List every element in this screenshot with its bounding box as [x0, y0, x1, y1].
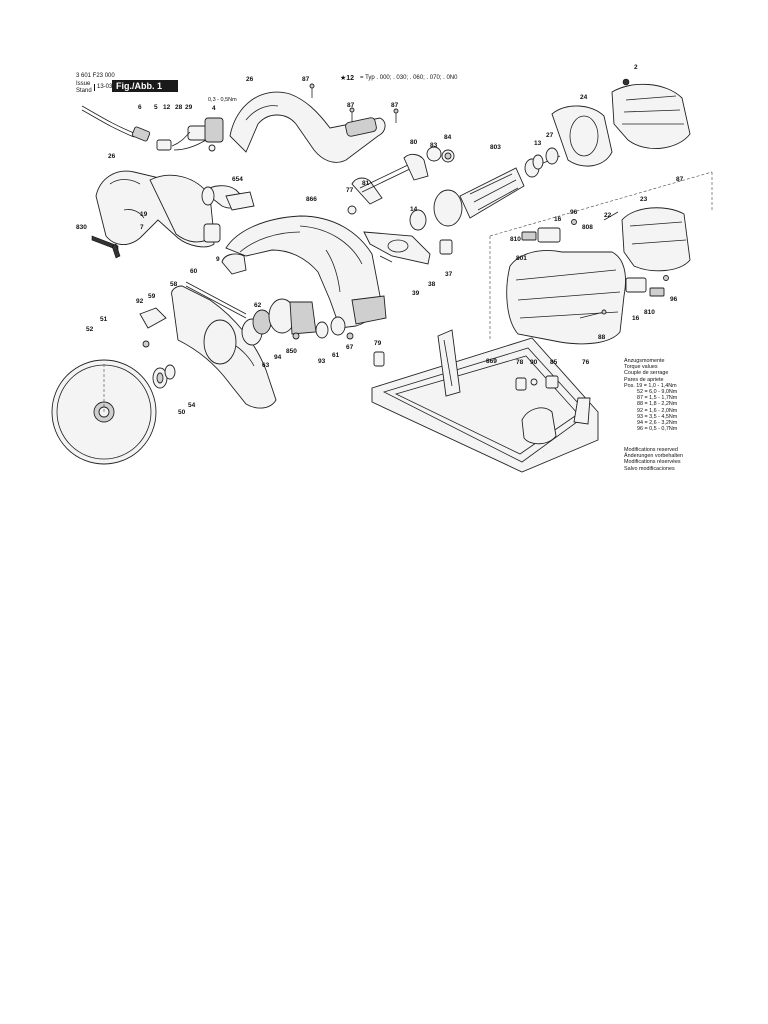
callout-label: 63	[262, 362, 270, 369]
torque-row: 96 = 0,5 - 0,7Nm	[637, 426, 678, 433]
torque-row: 94 = 2,6 - 3,2Nm	[637, 420, 678, 427]
callout-label: 19	[140, 211, 148, 218]
modifications-line: Modifications réservées	[624, 459, 681, 466]
type-note: = Typ . 000; . 030; . 060; . 070; . 0N0	[360, 75, 458, 81]
callout-label: 96	[670, 296, 678, 303]
callout-label: 24	[580, 94, 588, 101]
callout-label: 61	[332, 352, 340, 359]
callout-label: 810	[510, 236, 521, 243]
torque-heading: Anzugsmomente	[624, 358, 665, 364]
armature	[409, 155, 561, 231]
callout-label: 59	[148, 293, 156, 300]
torque-value: 19 = 1,0 - 1,4Nm	[636, 382, 677, 389]
issue-label: Issue	[76, 81, 91, 87]
callout-label: 26	[108, 153, 116, 160]
callout-label: 80	[410, 139, 418, 146]
callout-label: 79	[374, 340, 382, 347]
callout-label: 51	[100, 316, 108, 323]
callout-label: 7	[140, 224, 144, 231]
callout-label: 87	[347, 102, 355, 109]
callout-label: 84	[444, 134, 452, 141]
callout-label: 39	[412, 290, 420, 297]
callout-label: 78	[516, 359, 524, 366]
callout-label: 16	[554, 216, 562, 223]
callout-label: 96	[570, 209, 578, 216]
part-number: 3 601 F23 000	[76, 73, 115, 79]
callout-label: 9	[216, 256, 220, 263]
callout-label: 5	[154, 104, 158, 111]
callout-label: 52	[86, 326, 94, 333]
callout-label: 654	[232, 176, 243, 183]
pos-label: Pos.	[624, 382, 635, 389]
callout-label: 810	[644, 309, 655, 316]
callout-label: 76	[582, 359, 590, 366]
modifications-line: Änderungen vorbehalten	[624, 453, 684, 460]
callout-label: 60	[190, 268, 198, 275]
callout-label: 22	[604, 212, 612, 219]
figure-label: Fig./Abb. 1	[112, 80, 178, 92]
torque-row: 88 = 1,8 - 2,2Nm	[637, 401, 678, 408]
callout-label: 37	[445, 271, 453, 278]
callout-label: 12	[163, 104, 171, 111]
type-marker: ★12	[340, 75, 355, 82]
callout-label: 28	[175, 104, 183, 111]
callout-label: 94	[274, 354, 282, 361]
callout-label: 87	[302, 76, 310, 83]
callout-label: 869	[486, 358, 497, 365]
callout-label: 801	[516, 255, 527, 262]
callout-label: 83	[430, 142, 438, 149]
callout-label: 85	[550, 359, 558, 366]
callout-label: 6	[138, 104, 142, 111]
callout-label: 87	[676, 176, 684, 183]
callout-label: 866	[306, 196, 317, 203]
callout-label: 830	[76, 224, 87, 231]
callout-label: 23	[640, 196, 648, 203]
torque-heading: Torque values	[624, 364, 658, 371]
callout-label: 54	[188, 402, 196, 409]
callout-label: 81	[362, 180, 370, 187]
callout-label: 14	[410, 206, 418, 213]
issue-date: 13-03-26	[94, 84, 121, 91]
stand-label: Stand	[76, 88, 92, 94]
torque-row: 52 = 6,0 - 9,0Nm	[637, 389, 678, 396]
callout-label: 38	[428, 281, 436, 288]
callout-label: 58	[170, 281, 178, 288]
modifications-line: Salvo modificaciones	[624, 465, 675, 472]
callout-label: 88	[598, 334, 606, 341]
torque-row: 87 = 1,5 - 1,7Nm	[637, 395, 678, 402]
callout-label: 16	[632, 315, 640, 322]
torque-row: Pos. 19 = 1,0 - 1,4Nm	[624, 383, 677, 389]
callout-label: 4	[212, 105, 216, 112]
callout-label: 13	[534, 140, 542, 147]
callout-label: 850	[286, 348, 297, 355]
callout-label: 62	[254, 302, 262, 309]
callout-label: 29	[185, 104, 193, 111]
callout-label: 26	[246, 76, 254, 83]
callout-label: 2	[634, 64, 638, 71]
torque-table: Anzugsmomente Torque values Couple de se…	[624, 358, 677, 432]
callout-label: 50	[178, 409, 186, 416]
torque-row: 93 = 3,5 - 4,5Nm	[637, 413, 678, 420]
callout-label: 92	[136, 298, 144, 305]
callout-label: 67	[346, 344, 354, 351]
callout-label: 90	[530, 359, 538, 366]
callout-label: 77	[346, 187, 354, 194]
callout-label: 87	[391, 102, 399, 109]
callout-label: 803	[490, 144, 501, 151]
modifications-line: Modifications reserved	[624, 447, 678, 453]
modifications-note: Modifications reserved Änderungen vorbeh…	[624, 447, 683, 472]
torque-heading: Couple de serrage	[624, 370, 669, 377]
torque-note-top: 0,3 - 0,5Nm	[208, 97, 237, 103]
callout-label: 808	[582, 224, 593, 231]
torque-row: 92 = 1,6 - 2,0Nm	[637, 407, 678, 414]
callout-label: 93	[318, 358, 326, 365]
callout-label: 27	[546, 132, 554, 139]
torque-heading: Pares de apriete	[624, 376, 664, 383]
